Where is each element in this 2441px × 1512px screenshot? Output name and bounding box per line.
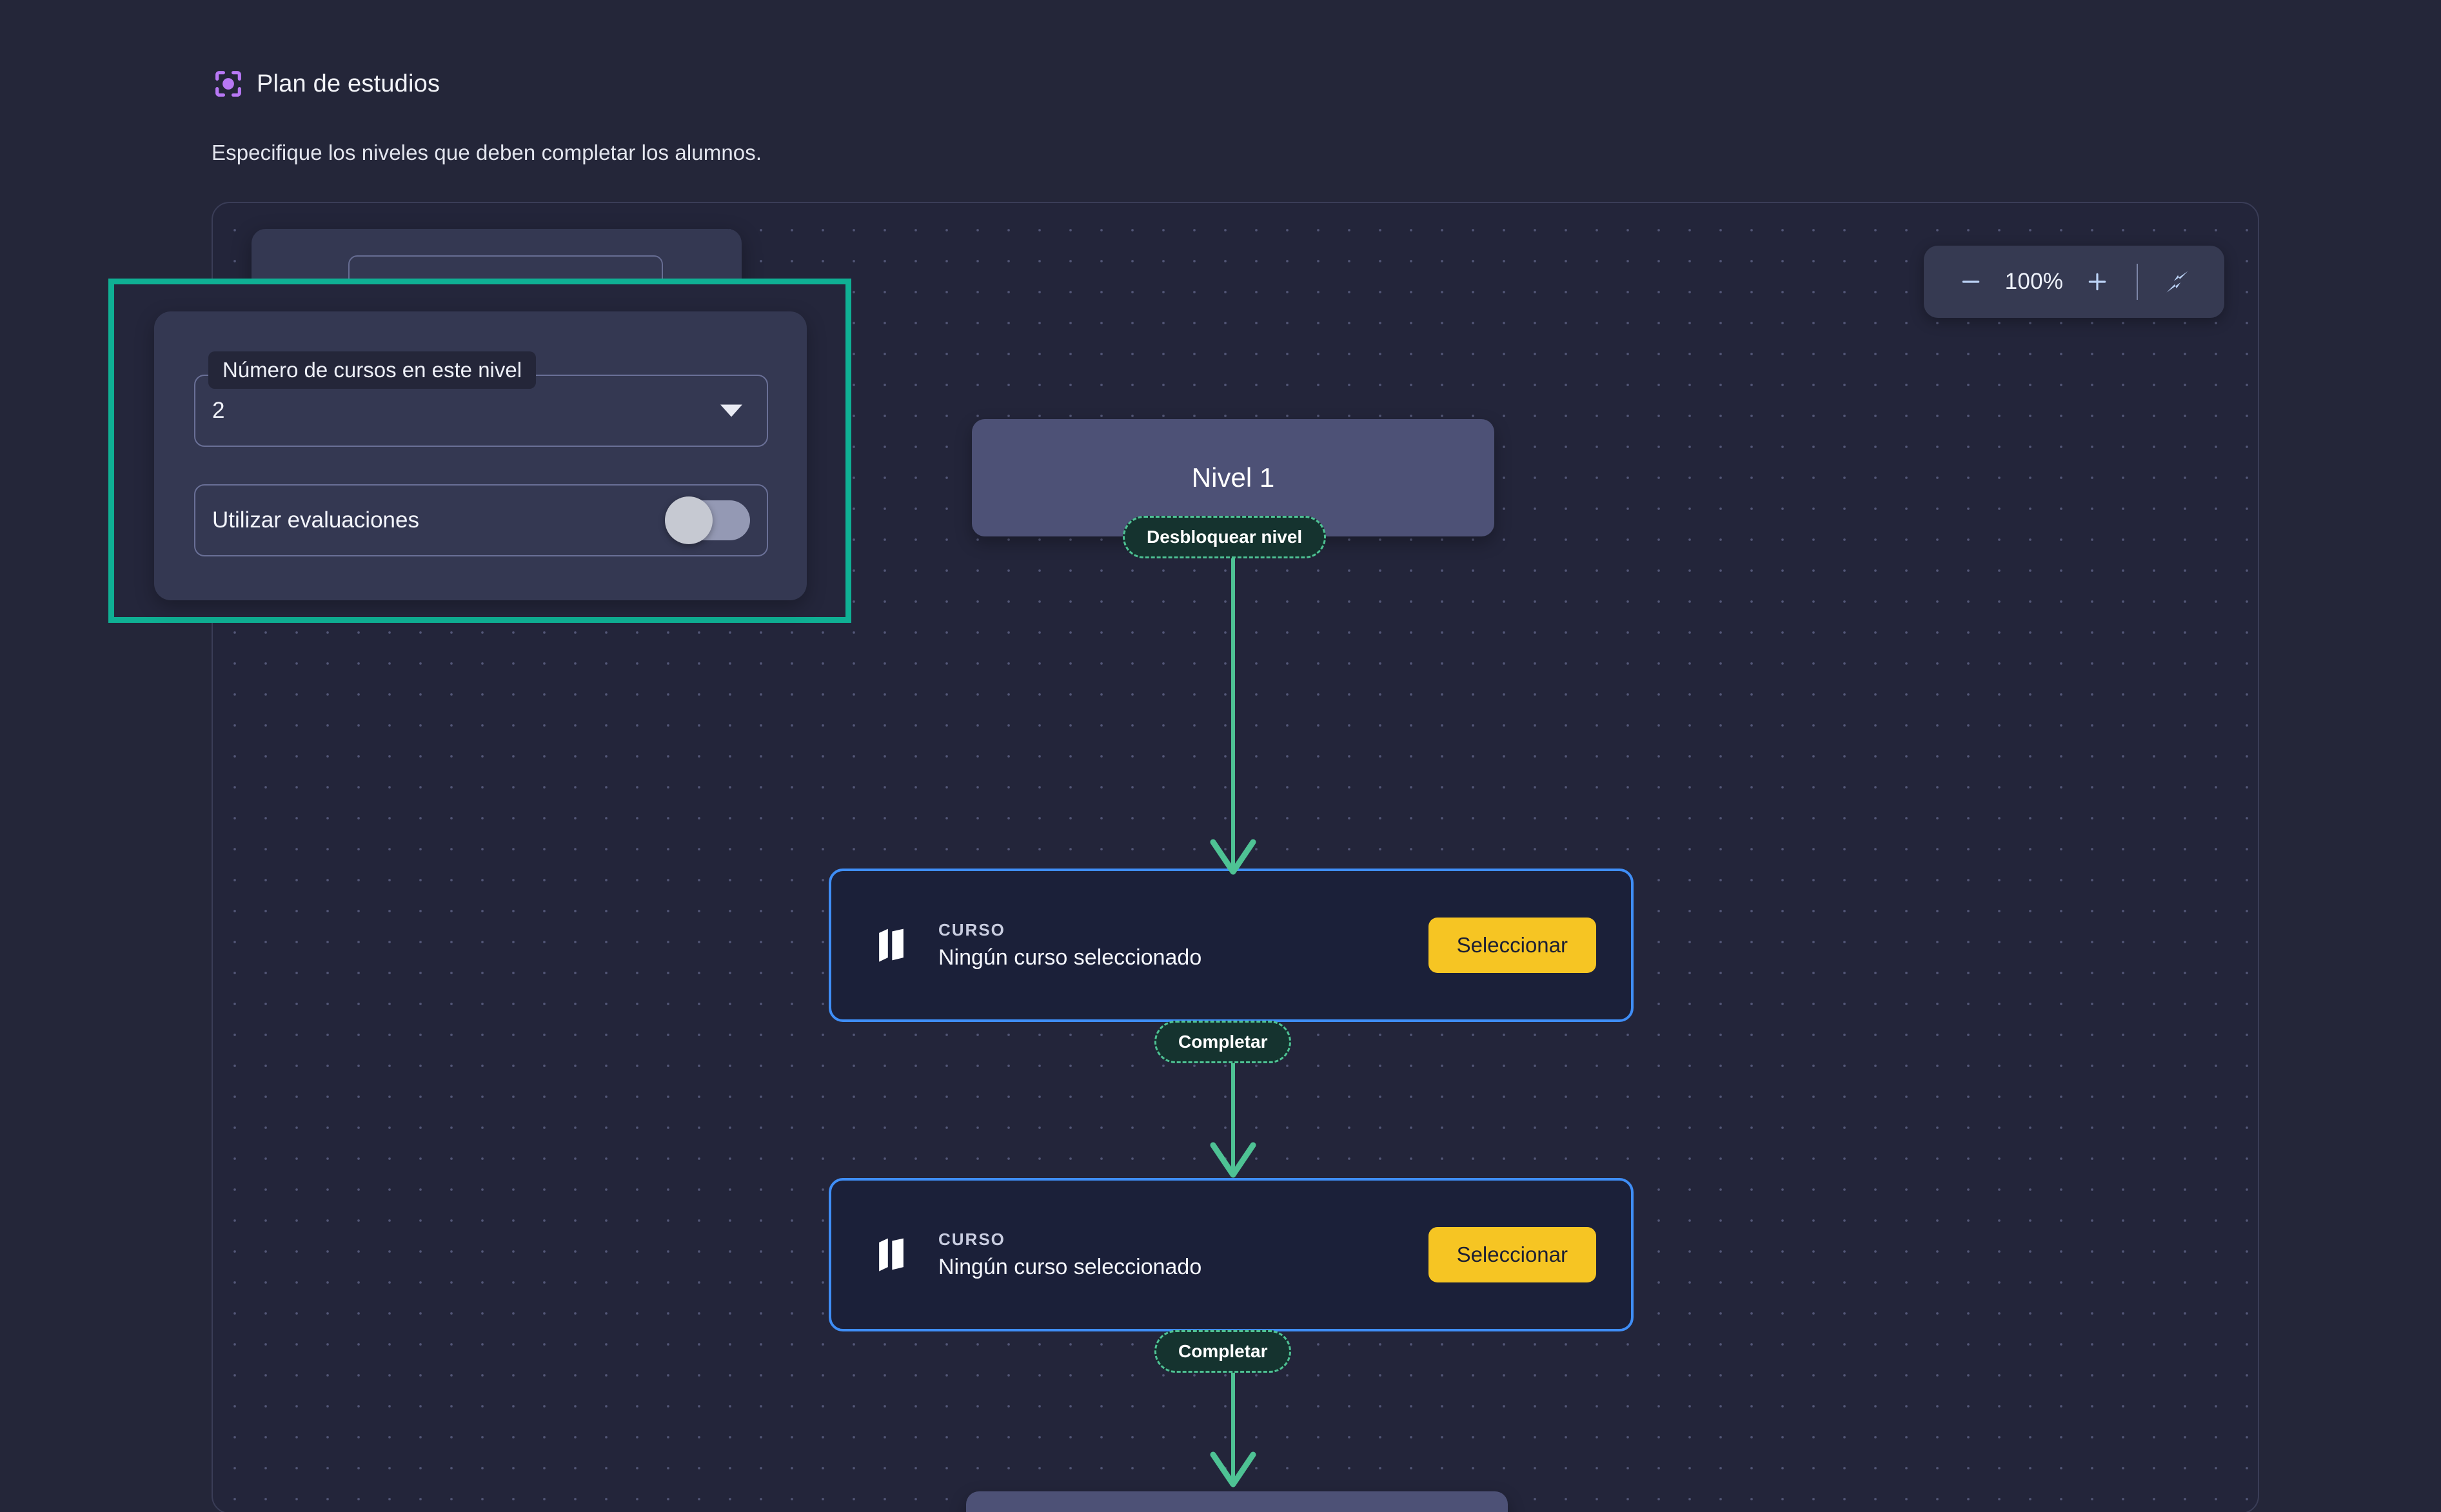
book-icon bbox=[866, 920, 916, 970]
edge-line-3 bbox=[1231, 1330, 1235, 1485]
flow-node-end[interactable]: Nivel completo bbox=[966, 1491, 1508, 1512]
zoom-toolbar: 100% bbox=[1924, 246, 2224, 318]
edge-badge-unlock[interactable]: Desbloquear nivel bbox=[1123, 516, 1327, 558]
course-text-block: CURSO Ningún curso seleccionado bbox=[938, 1230, 1201, 1280]
flow-node-start-label: Nivel 1 bbox=[1191, 462, 1275, 493]
level-settings-panel: Número de cursos en este nivel 2 Utiliza… bbox=[154, 311, 807, 600]
edge-line-1 bbox=[1231, 535, 1235, 870]
flow-node-course-1[interactable]: CURSO Ningún curso seleccionado Seleccio… bbox=[829, 869, 1634, 1022]
courses-count-select[interactable]: Número de cursos en este nivel 2 bbox=[194, 351, 768, 447]
edge-badge-complete-1-label: Completar bbox=[1178, 1032, 1268, 1052]
courses-count-value: 2 bbox=[212, 398, 225, 423]
page-header: Plan de estudios bbox=[212, 67, 440, 101]
toggle-knob bbox=[665, 496, 713, 544]
page-subtitle: Especifique los niveles que deben comple… bbox=[212, 141, 762, 164]
edge-badge-unlock-label: Desbloquear nivel bbox=[1147, 527, 1303, 547]
use-evaluations-label: Utilizar evaluaciones bbox=[212, 507, 419, 533]
page-title: Plan de estudios bbox=[257, 70, 440, 97]
select-course-button-1[interactable]: Seleccionar bbox=[1428, 918, 1596, 973]
edge-arrow-2 bbox=[1210, 1142, 1256, 1178]
course-kicker: CURSO bbox=[938, 1230, 1005, 1249]
chevron-down-icon[interactable] bbox=[720, 404, 742, 417]
toolbar-divider bbox=[2137, 264, 2138, 300]
zoom-in-button[interactable] bbox=[2072, 257, 2122, 307]
collapse-arrows-icon[interactable] bbox=[2152, 257, 2202, 307]
select-course-button-2[interactable]: Seleccionar bbox=[1428, 1227, 1596, 1282]
highlighted-region: Número de cursos en este nivel 2 Utiliza… bbox=[108, 279, 851, 623]
course-kicker: CURSO bbox=[938, 920, 1005, 939]
course-name: Ningún curso seleccionado bbox=[938, 1255, 1202, 1279]
edge-line-2 bbox=[1231, 1021, 1235, 1175]
course-name: Ningún curso seleccionado bbox=[938, 945, 1202, 970]
edge-badge-complete-1[interactable]: Completar bbox=[1154, 1021, 1292, 1063]
edge-badge-complete-2-label: Completar bbox=[1178, 1341, 1268, 1361]
zoom-level-value: 100% bbox=[2004, 269, 2064, 294]
course-text-block: CURSO Ningún curso seleccionado bbox=[938, 920, 1201, 970]
courses-count-label: Número de cursos en este nivel bbox=[208, 351, 537, 389]
edge-arrow-3 bbox=[1210, 1451, 1256, 1487]
edge-badge-complete-2[interactable]: Completar bbox=[1154, 1330, 1292, 1373]
book-icon bbox=[866, 1230, 916, 1280]
flow-node-course-2[interactable]: CURSO Ningún curso seleccionado Seleccio… bbox=[829, 1178, 1634, 1331]
scan-focus-icon bbox=[212, 67, 245, 101]
edge-arrow-1 bbox=[1210, 839, 1256, 875]
zoom-out-button[interactable] bbox=[1946, 257, 1996, 307]
use-evaluations-row[interactable]: Utilizar evaluaciones bbox=[194, 484, 768, 556]
flow-node-start[interactable]: Nivel 1 bbox=[972, 419, 1494, 536]
use-evaluations-toggle[interactable] bbox=[665, 496, 750, 544]
